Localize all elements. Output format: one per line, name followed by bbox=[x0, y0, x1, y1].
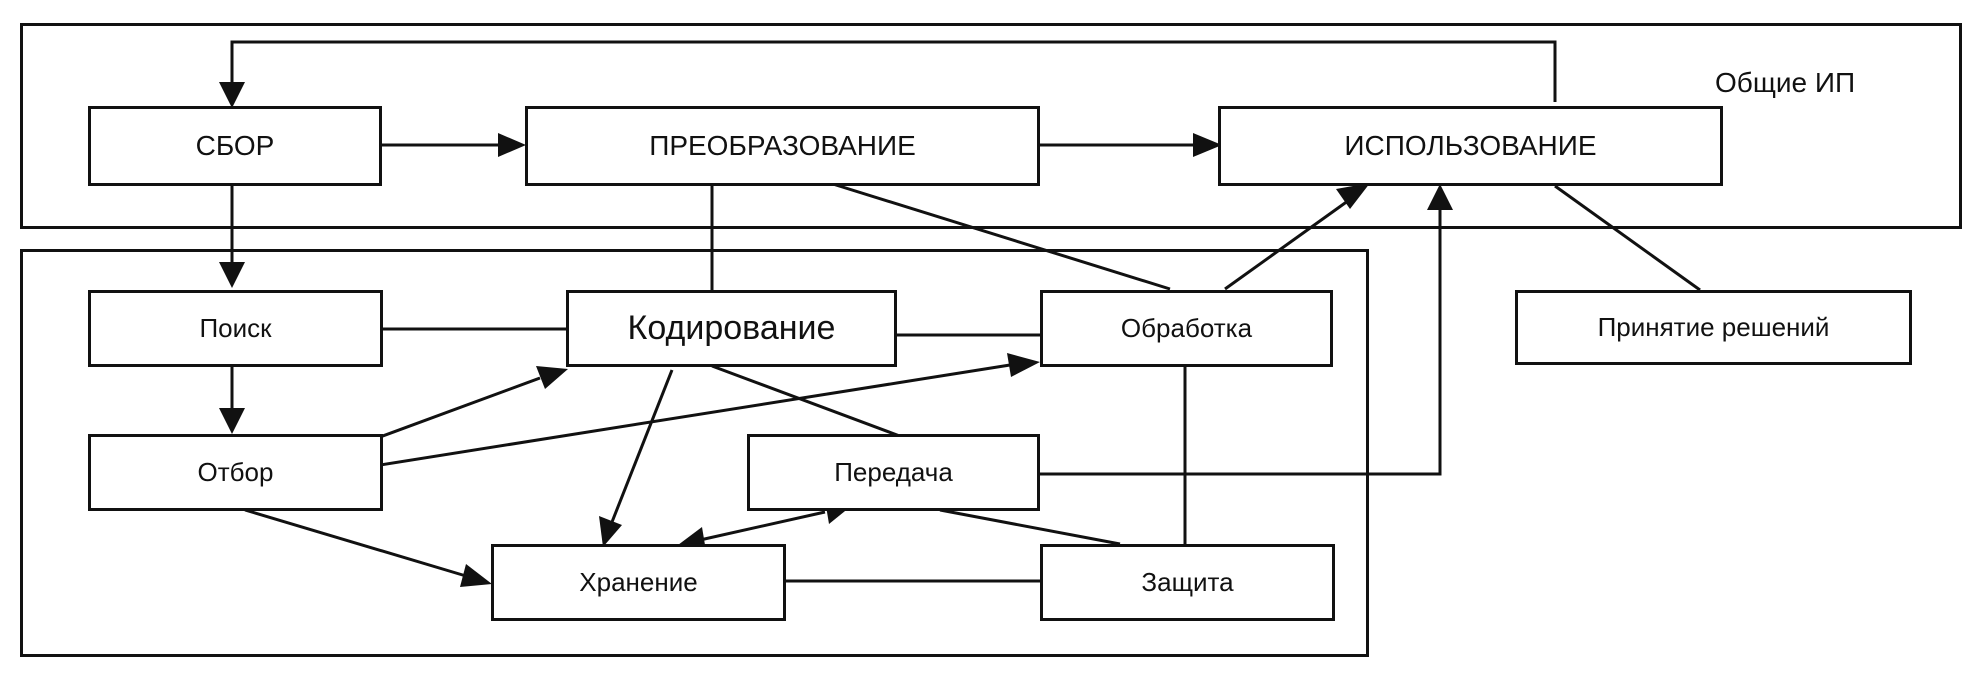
line-preobrazovanie-obrabotka bbox=[819, 178, 1171, 291]
group-label: Общие ИП bbox=[1715, 67, 1856, 98]
node-obrabotka: Обработка bbox=[1040, 290, 1333, 367]
node-poisk: Поиск bbox=[88, 290, 383, 367]
arrow-poisk-otbor-head bbox=[219, 408, 245, 434]
node-sbor: СБОР bbox=[88, 106, 382, 186]
node-peredacha: Передача bbox=[747, 434, 1040, 511]
node-prinyatie-resheniy: Принятие решений bbox=[1515, 290, 1912, 365]
arrow-preobrazovanie-ispolzovanie-head bbox=[1193, 133, 1222, 157]
arrow-kodirovanie-hranenie-head bbox=[599, 516, 622, 547]
node-preobrazovanie: ПРЕОБРАЗОВАНИЕ bbox=[525, 106, 1040, 186]
arrow-otbor-obrabotka-head bbox=[1007, 353, 1040, 377]
arrow-otbor-kodirovanie bbox=[379, 376, 541, 439]
arrow-otbor-kodirovanie-head bbox=[536, 366, 568, 389]
arrow-kodirovanie-hranenie bbox=[610, 369, 674, 523]
arrow-obrabotka-ispolzovanie-head bbox=[1336, 183, 1370, 209]
arrow-otbor-hranenie bbox=[244, 508, 467, 578]
line-peredacha-zashchita bbox=[939, 508, 1121, 546]
arrow-otbor-hranenie-head bbox=[460, 564, 492, 587]
line-ispolzovanie-prinyatie bbox=[1554, 184, 1701, 292]
node-zashchita: Защита bbox=[1040, 544, 1335, 621]
arrow-hranenie-peredacha bbox=[699, 510, 826, 542]
arrow-obrabotka-ispolzovanie bbox=[1224, 196, 1353, 291]
arrow-sbor-preobrazovanie-head bbox=[498, 133, 526, 157]
feedback-loop-line bbox=[230, 40, 1557, 102]
arrow-otbor-obrabotka bbox=[379, 363, 1011, 467]
arrow-peredacha-ispolzovanie-head bbox=[1427, 184, 1453, 210]
node-ispolzovanie: ИСПОЛЬЗОВАНИЕ bbox=[1218, 106, 1723, 186]
arrow-peredacha-ispolzovanie bbox=[1040, 210, 1442, 476]
feedback-loop-arrowhead bbox=[219, 82, 245, 108]
node-otbor: Отбор bbox=[88, 434, 383, 511]
arrow-sbor-poisk-head bbox=[219, 262, 245, 288]
node-hranenie: Хранение bbox=[491, 544, 786, 621]
line-kodirovanie-peredacha bbox=[711, 364, 906, 440]
top-group-frame bbox=[20, 23, 1962, 229]
bottom-group-frame bbox=[20, 249, 1369, 657]
node-kodirovanie: Кодирование bbox=[566, 290, 897, 367]
